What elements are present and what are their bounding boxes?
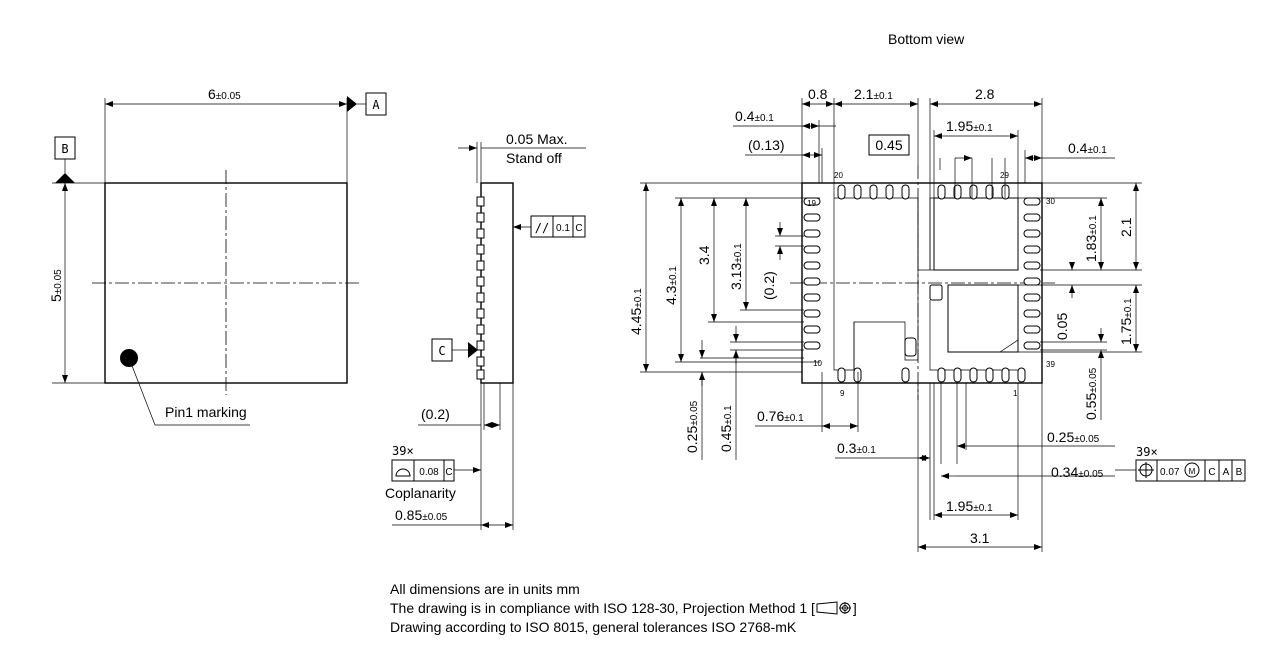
dim-4.3: 4.3±0.1 — [663, 266, 679, 305]
dim-1.83: 1.83±0.1 — [1083, 215, 1099, 262]
profile-surface-icon — [395, 468, 411, 477]
offset-dim: (0.2) — [421, 406, 450, 422]
dim-0.2-left: (0.2) — [761, 271, 777, 300]
pin-label-39: 39 — [1046, 360, 1055, 369]
dim-0.13: (0.13) — [748, 137, 785, 153]
svg-text:C: C — [1208, 467, 1215, 478]
standoff-dim: 0.05 Max. — [506, 131, 567, 147]
pin-label-1: 1 — [1013, 389, 1018, 398]
svg-text:C: C — [438, 344, 445, 358]
pin-label-19: 19 — [807, 199, 816, 208]
svg-text:A: A — [1223, 467, 1230, 478]
dim-0.25-right: 0.25±0.05 — [1047, 429, 1100, 445]
width-dim: 6±0.05 — [208, 86, 241, 102]
svg-text:A: A — [372, 98, 380, 112]
dim-3.4: 3.4 — [696, 245, 712, 265]
svg-text:B: B — [61, 142, 68, 156]
pin1-label: Pin1 marking — [165, 404, 247, 420]
dim-1.75: 1.75±0.1 — [1118, 298, 1134, 345]
dim-0.4-left: 0.4±0.1 — [735, 108, 774, 124]
datum-b-triangle — [55, 173, 75, 183]
dim-0.25-left: 0.25±0.05 — [684, 400, 700, 453]
position-count: 39× — [1136, 445, 1158, 459]
dim-2.1-top: 2.1±0.1 — [854, 86, 893, 102]
datum-a-triangle — [347, 96, 357, 112]
top-pin-row — [837, 184, 1010, 200]
side-view-body — [480, 182, 514, 384]
pin-label-30: 30 — [1046, 197, 1055, 206]
svg-text:0.1: 0.1 — [556, 223, 570, 234]
dim-0.55: 0.55±0.05 — [1083, 367, 1099, 420]
note-units: All dimensions are in units mm — [390, 581, 580, 597]
coplanarity-frame — [391, 459, 455, 482]
right-pin-column — [1023, 197, 1041, 350]
height-dim: 5±0.05 — [48, 269, 64, 302]
dim-1.95-bottom: 1.95±0.1 — [946, 498, 993, 514]
view-title: Bottom view — [888, 31, 965, 47]
pin-label-20: 20 — [834, 171, 843, 180]
bottom-view: Bottom view — [628, 31, 1246, 552]
dim-2.8: 2.8 — [975, 86, 995, 102]
coplanarity-count: 39× — [392, 444, 414, 458]
mmc-modifier-circle — [1184, 462, 1200, 478]
side-view-leads — [476, 196, 485, 380]
parallelism-frame — [530, 215, 586, 238]
left-pin-column — [803, 197, 821, 350]
side-view: 0.05 Max. Stand off // 0.1 C C (0.2) 39×… — [385, 131, 586, 530]
thickness-dim: 0.85±0.05 — [395, 507, 448, 523]
thermal-pad-bottom-right — [947, 284, 1019, 353]
svg-text://: // — [535, 221, 549, 235]
svg-text:C: C — [575, 223, 582, 234]
position-icon — [1138, 462, 1154, 478]
svg-text:0.07: 0.07 — [1160, 467, 1180, 478]
basic-dim-0.45-box — [868, 134, 910, 156]
projection-symbol-icon — [816, 601, 851, 615]
thermal-pad-top-right — [933, 197, 1019, 271]
note-projection: The drawing is in compliance with ISO 12… — [390, 600, 857, 616]
position-tolerance-frame — [1135, 459, 1246, 482]
svg-text:C: C — [445, 467, 452, 478]
datum-c-triangle — [468, 342, 478, 358]
dim-3.13: 3.13±0.1 — [728, 243, 744, 290]
svg-text:M: M — [1189, 467, 1196, 476]
dim-0.8: 0.8 — [808, 86, 828, 102]
svg-text:0.08: 0.08 — [419, 467, 439, 478]
notes-block: All dimensions are in units mm The drawi… — [390, 580, 857, 637]
dim-0.3: 0.3±0.1 — [837, 440, 876, 456]
dim-1.95-top: 1.95±0.1 — [946, 118, 993, 134]
svg-text:0.45: 0.45 — [875, 137, 902, 153]
top-view: Pin1 marking 6±0.05 A B 5±0.05 — [48, 86, 387, 426]
pin-label-9: 9 — [840, 389, 845, 398]
coplanarity-label: Coplanarity — [385, 485, 456, 501]
standoff-label: Stand off — [506, 150, 562, 166]
dim-4.45: 4.45±0.1 — [628, 288, 644, 335]
dim-2.1-right: 2.1 — [1118, 217, 1134, 237]
datum-a-box — [365, 92, 387, 116]
pin-label-10: 10 — [813, 359, 822, 368]
bottom-pin-row — [837, 367, 1026, 383]
note-tolerances: Drawing according to ISO 8015, general t… — [390, 619, 797, 635]
dim-0.76: 0.76±0.1 — [757, 408, 804, 424]
dim-0.4-right: 0.4±0.1 — [1068, 140, 1107, 156]
dim-3.1: 3.1 — [970, 530, 990, 546]
svg-text:B: B — [1236, 467, 1243, 478]
dim-0.05: 0.05 — [1054, 313, 1070, 340]
dim-0.34: 0.34±0.05 — [1051, 464, 1104, 480]
dim-0.45-left: 0.45±0.1 — [718, 405, 734, 452]
